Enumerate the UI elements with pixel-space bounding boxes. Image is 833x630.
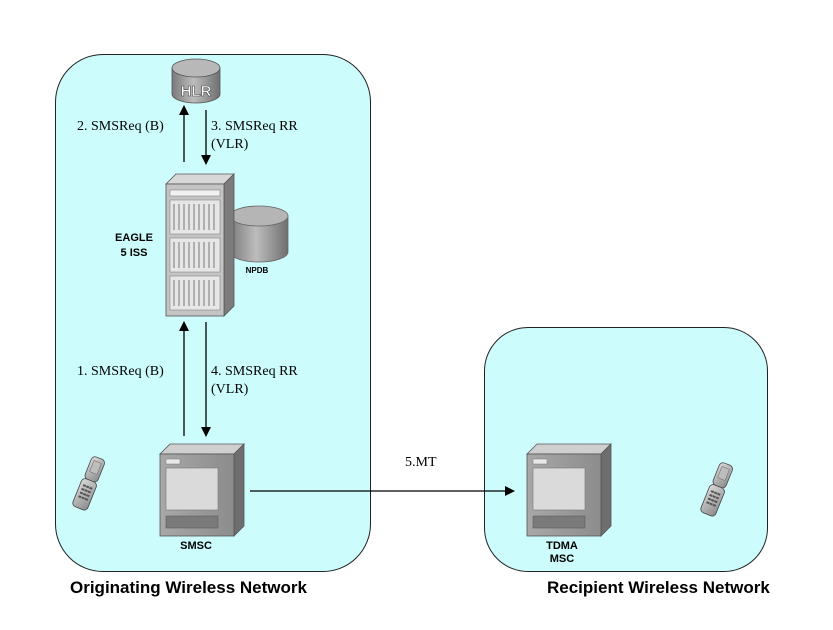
smsc-label: SMSC <box>180 540 212 552</box>
smsc-server-icon <box>159 443 245 537</box>
message-3-label-line1: 3. SMSReq RR <box>211 119 298 134</box>
tdma-msc-label-line1: TDMA <box>546 540 578 552</box>
eagle-label-line1: EAGLE <box>115 232 153 244</box>
recipient-phone-icon <box>700 462 733 517</box>
originating-phone-icon <box>72 456 105 511</box>
message-4-label-line2: (VLR) <box>211 382 249 397</box>
npdb-database-icon <box>229 205 289 263</box>
hlr-database-icon: HLR <box>171 58 221 104</box>
message-1-label: 1. SMSReq (B) <box>77 364 164 379</box>
npdb-label: NPDB <box>245 266 269 275</box>
tdma-msc-label-line2: MSC <box>549 553 575 565</box>
message-4-label-line1: 4. SMSReq RR <box>211 364 298 379</box>
eagle-label-line2: 5 ISS <box>120 247 148 259</box>
eagle-rack-icon <box>165 173 235 317</box>
message-5-label: 5.MT <box>405 455 437 470</box>
tdma-msc-server-icon <box>526 443 612 537</box>
message-2-label: 2. SMSReq (B) <box>77 119 164 134</box>
originating-network-label: Originating Wireless Network <box>70 578 307 597</box>
hlr-label: HLR <box>181 83 212 100</box>
recipient-network-label: Recipient Wireless Network <box>547 578 770 597</box>
message-3-label-line2: (VLR) <box>211 137 249 152</box>
